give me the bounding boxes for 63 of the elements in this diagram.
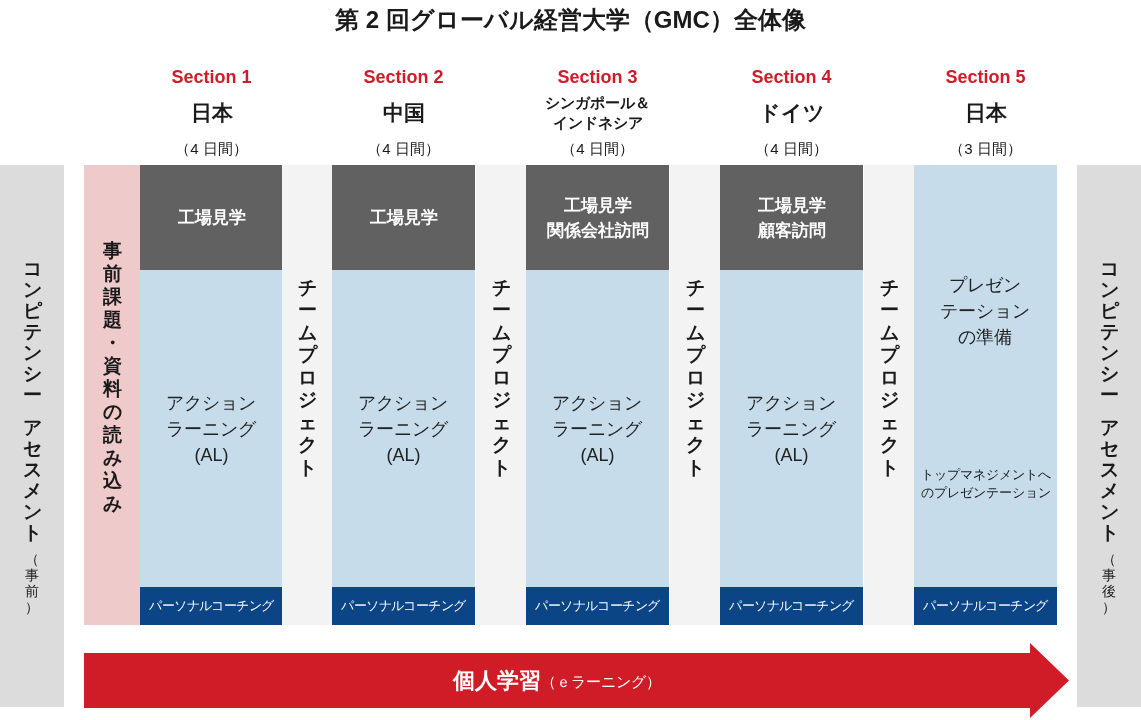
band-label: コンピテンシー <box>22 257 42 405</box>
band-note: （事後） <box>1102 550 1116 615</box>
coaching-bar <box>526 587 669 625</box>
duration-text: （4 日間） <box>755 139 828 159</box>
coaching-bar <box>332 587 475 625</box>
program-text: アクションラーニング(AL) <box>551 391 644 467</box>
activity-label: 工場見学 <box>757 194 826 217</box>
bar-label: パーソナルコーチング <box>341 597 466 615</box>
country-name: ドイツ <box>758 100 825 126</box>
program-text: プレゼンテーションの準備 <box>939 274 1032 349</box>
activity-box <box>332 165 475 270</box>
diagram-title: 第 2 回グローバル経営大学（GMC）全体像 <box>334 5 807 35</box>
section-label: Section 4 <box>751 66 832 88</box>
band-label: チームプロジェクト <box>297 276 317 480</box>
banner-label: 個人学習 <box>453 666 541 695</box>
band-label: チームプロジェクト <box>879 276 899 480</box>
country-name: 日本 <box>964 100 1007 126</box>
band-label: コンピテンシー <box>1099 257 1119 405</box>
activity-label: 工場見学 <box>369 207 438 229</box>
banner-note: （ｅラーニング） <box>541 672 661 692</box>
country-name: 日本 <box>190 100 233 126</box>
program-note: トップマネジメントへのプレゼンテーション <box>919 467 1052 502</box>
country-name: 中国 <box>382 100 425 126</box>
assessment-band <box>1077 165 1141 707</box>
section-label: Section 5 <box>945 66 1026 88</box>
program-text: アクションラーニング(AL) <box>357 391 450 467</box>
team-project-band <box>476 165 526 625</box>
coaching-bar <box>914 587 1057 625</box>
activity-label: 工場見学 <box>563 194 632 217</box>
band-label: チームプロジェクト <box>491 276 511 480</box>
activity-label: 工場見学 <box>177 207 246 229</box>
activity-label: 顧客訪問 <box>757 219 826 242</box>
duration-text: （4 日間） <box>561 139 634 159</box>
section-label: Section 1 <box>171 66 252 88</box>
bar-label: パーソナルコーチング <box>923 597 1048 615</box>
section-label: Section 2 <box>363 66 444 88</box>
bar-label: パーソナルコーチング <box>729 597 854 615</box>
program-text: アクションラーニング(AL) <box>165 391 258 467</box>
duration-text: （4 日間） <box>367 139 440 159</box>
program-text: アクションラーニング(AL) <box>745 391 838 467</box>
bar-label: パーソナルコーチング <box>535 597 660 615</box>
pre-assignment-band <box>84 165 140 625</box>
assessment-band <box>0 165 64 707</box>
team-project-band <box>282 165 332 625</box>
activity-label: 関係会社訪問 <box>546 219 649 242</box>
coaching-bar <box>140 587 283 625</box>
band-label: 事前課題・資料の読み込み <box>102 239 122 515</box>
team-project-band <box>670 165 720 625</box>
band-label: チームプロジェクト <box>685 276 705 480</box>
coaching-bar <box>720 587 863 625</box>
activity-box <box>140 165 283 270</box>
band-label: アセスメント <box>22 416 42 543</box>
band-label: アセスメント <box>1099 416 1119 543</box>
country-name: シンガポール＆インドネシア <box>544 93 651 133</box>
duration-text: （4 日間） <box>175 139 248 159</box>
activity-box <box>526 165 669 270</box>
band-note: （事前） <box>25 550 39 615</box>
bar-label: パーソナルコーチング <box>149 597 274 615</box>
activity-box <box>720 165 863 270</box>
e-learning-banner <box>84 643 1069 718</box>
team-project-band <box>864 165 914 625</box>
duration-text: （3 日間） <box>949 139 1022 159</box>
section-label: Section 3 <box>557 66 638 88</box>
